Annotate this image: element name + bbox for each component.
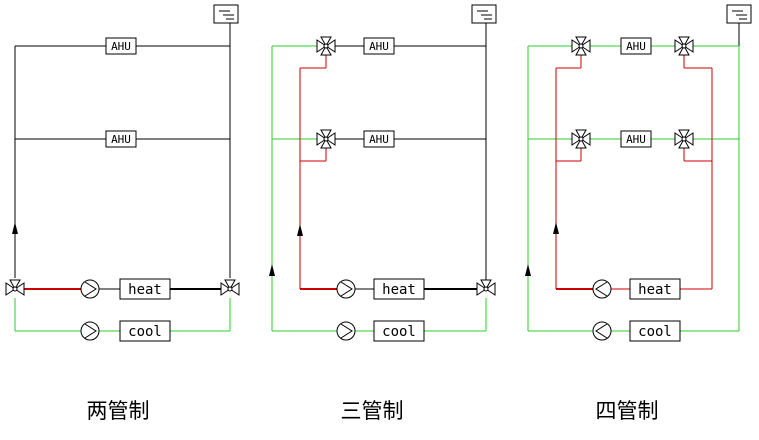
diagram-caption: 三管制 [341, 399, 404, 423]
diagram-four-pipe: AHU AHU [525, 4, 752, 423]
heat-label: heat [638, 282, 672, 298]
ahu-label: AHU [626, 40, 646, 53]
pump-icon [80, 321, 100, 341]
cooler: cool [629, 320, 681, 342]
ahu-unit: AHU [620, 130, 652, 148]
cooler: cool [373, 320, 425, 342]
expansion-tank-icon [471, 4, 497, 46]
flow-direction-arrow [297, 224, 303, 236]
cool-label: cool [638, 324, 672, 340]
three-way-valve-icon [316, 36, 336, 56]
cooler: cool [119, 320, 171, 342]
heat-label: heat [382, 282, 416, 298]
ahu-unit: AHU [105, 130, 137, 148]
ahu-label: AHU [111, 40, 131, 53]
flow-direction-arrow [269, 264, 275, 276]
expansion-tank-icon [213, 4, 239, 46]
three-way-valve-icon [674, 36, 694, 56]
flow-direction-arrow [553, 222, 559, 234]
diagram-caption: 两管制 [87, 399, 150, 423]
pump-icon [592, 279, 612, 299]
pump-icon [80, 279, 100, 299]
pump-icon [336, 321, 356, 341]
ahu-unit: AHU [363, 130, 395, 148]
flow-direction-arrow [525, 264, 531, 276]
cool-label: cool [382, 324, 416, 340]
ahu-label: AHU [369, 40, 389, 53]
three-way-valve-icon [5, 279, 25, 296]
three-way-valve-icon [220, 279, 240, 296]
ahu-unit: AHU [620, 37, 652, 55]
ahu-label: AHU [111, 133, 131, 146]
diagram-caption: 四管制 [596, 399, 659, 423]
flow-direction-arrow [12, 222, 18, 234]
heat-exchanger: heat [373, 278, 425, 300]
diagram-three-pipe: AHU AHU heat [269, 4, 497, 423]
cool-label: cool [128, 324, 162, 340]
ahu-unit: AHU [105, 37, 137, 55]
ahu-label: AHU [626, 133, 646, 146]
three-way-valve-icon [674, 129, 694, 149]
heat-exchanger: heat [119, 278, 171, 300]
heat-exchanger: heat [629, 278, 681, 300]
three-way-valve-icon [476, 279, 496, 296]
pump-icon [592, 321, 612, 341]
three-way-valve-icon [571, 129, 591, 149]
diagram-two-pipe: AHU AHU heat [5, 4, 240, 423]
supply-return-loop [14, 45, 231, 278]
ahu-label: AHU [369, 133, 389, 146]
heat-label: heat [128, 282, 162, 298]
pump-icon [336, 279, 356, 299]
ahu-unit: AHU [363, 37, 395, 55]
three-way-valve-icon [316, 129, 336, 149]
expansion-tank-icon [726, 4, 752, 46]
three-way-valve-icon [571, 36, 591, 56]
